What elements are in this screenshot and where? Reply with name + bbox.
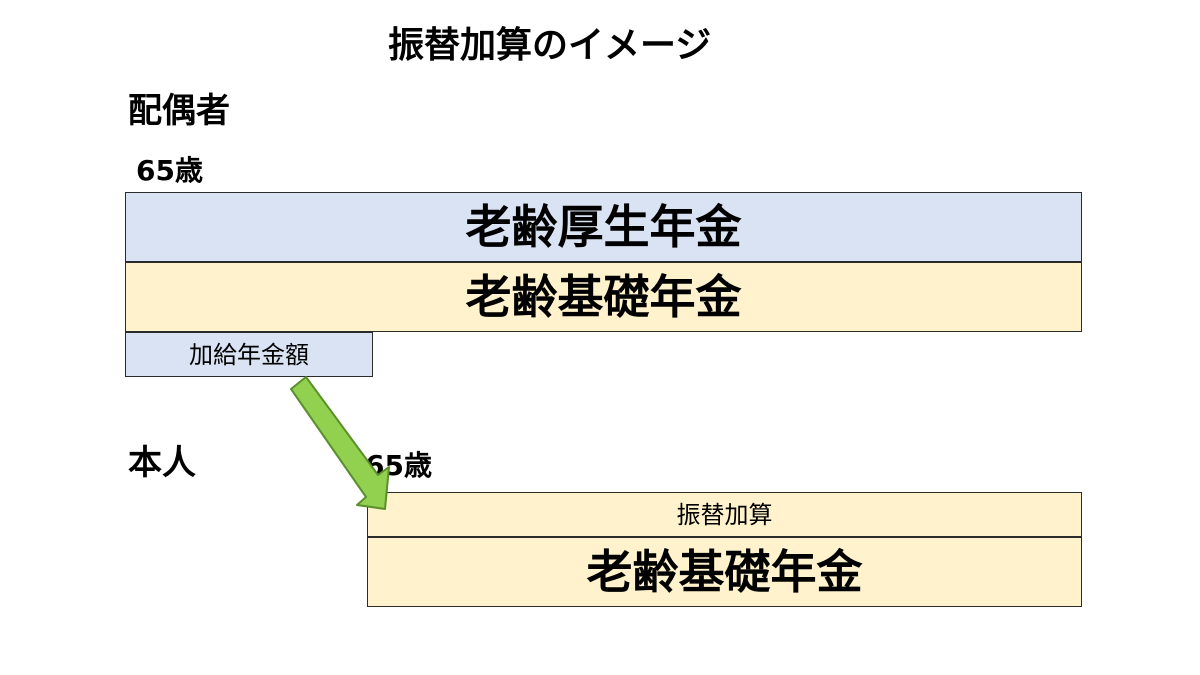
self-age-label: 65歳	[365, 449, 432, 482]
spouse-label: 配偶者	[128, 91, 230, 131]
self-basic-pension-box: 老齢基礎年金	[367, 537, 1082, 607]
spouse-age-label: 65歳	[136, 154, 203, 187]
diagram-title: 振替加算のイメージ	[388, 25, 712, 66]
spouse-employee-pension-box: 老齢厚生年金	[125, 192, 1082, 262]
spouse-basic-pension-box: 老齢基礎年金	[125, 262, 1082, 332]
self-label: 本人	[128, 443, 196, 483]
self-transfer-addition-box: 振替加算	[367, 492, 1082, 537]
spouse-additional-pension-box: 加給年金額	[125, 332, 373, 377]
transfer-arrow-shape	[290, 376, 390, 510]
